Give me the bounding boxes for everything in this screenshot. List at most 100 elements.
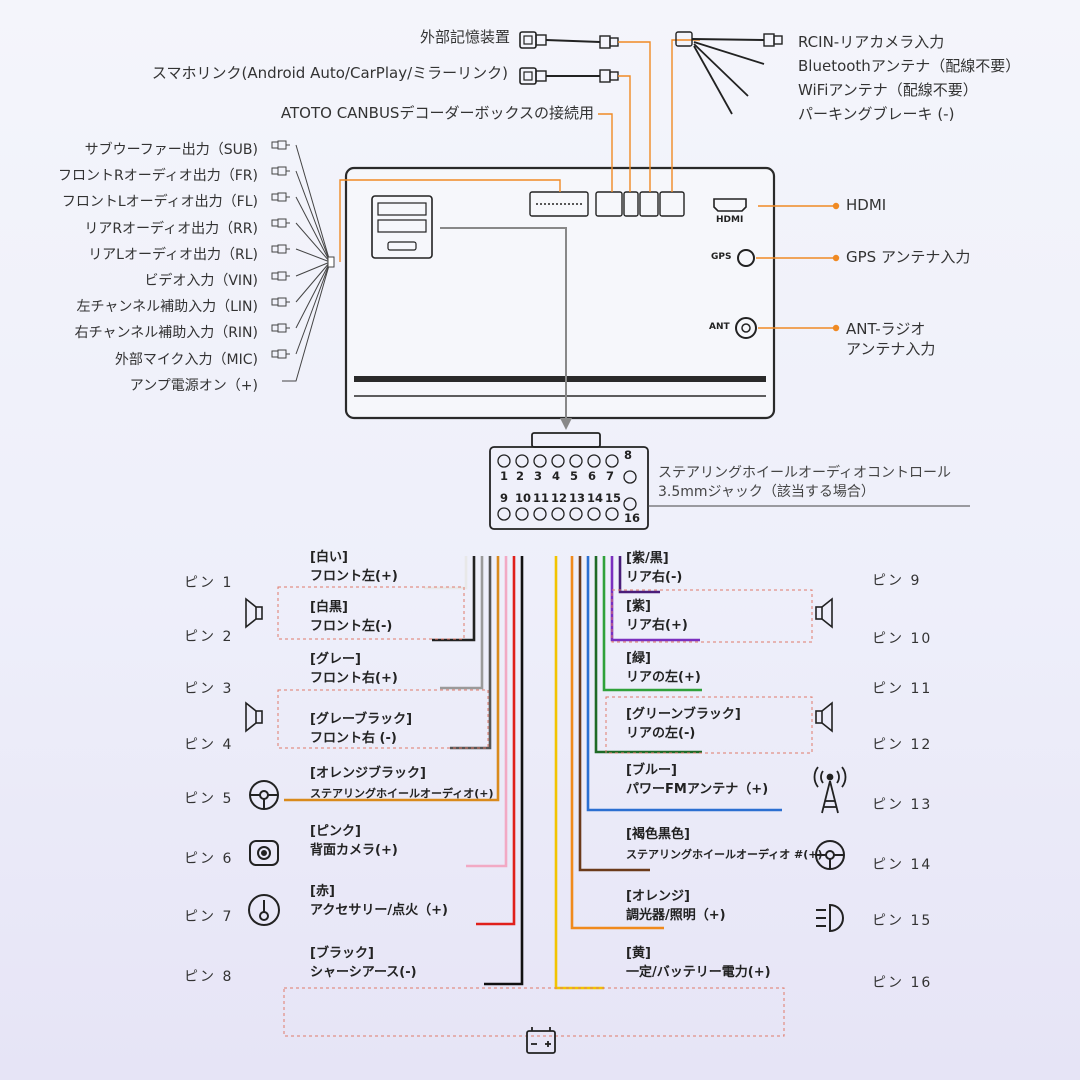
antenna-icon	[813, 766, 847, 814]
pin-hole	[497, 507, 511, 521]
pin-number: 16	[624, 511, 641, 525]
steering-jack-label: ステアリングホイールオーディオコントロール 3.5mmジャック（該当する場合）	[658, 464, 951, 502]
pin-label: ピン 15	[872, 913, 933, 929]
pin-number: 6	[588, 469, 597, 483]
hdmi-port-icon	[713, 198, 747, 212]
pin-number: 5	[570, 469, 579, 483]
ant-label-line1: ANT-ラジオ	[846, 320, 926, 338]
wire-function: フロント右(+)	[310, 671, 398, 686]
pin-hole	[533, 507, 547, 521]
speaker-icon	[815, 702, 833, 732]
pin-hole	[605, 507, 619, 521]
rca-plug-icon	[675, 31, 783, 115]
pin-label: ピン 9	[872, 573, 922, 589]
wire-function: リア右(-)	[626, 570, 683, 585]
wire	[586, 556, 782, 812]
wire-function: アクセサリー/点火（+)	[310, 903, 448, 918]
gps-port	[737, 249, 755, 267]
steering-jack-line2: 3.5mmジャック（該当する場合）	[658, 484, 875, 500]
pin-number: 15	[605, 491, 622, 505]
wire-color-name: [グリーンブラック]	[626, 707, 741, 722]
ant-port-label: ANT	[709, 322, 730, 332]
phonelink-label: スマホリンク(Android Auto/CarPlay/ミラーリンク)	[151, 64, 508, 82]
steering-wheel-icon	[249, 780, 279, 810]
rca-amp: アンプ電源オン（+)	[129, 377, 258, 394]
wire-color-name: [ブラック]	[310, 946, 374, 961]
hdmi-port-label: HDMI	[716, 215, 744, 225]
wire	[570, 556, 664, 930]
wire-function: フロント左(-)	[310, 619, 393, 634]
pin-hole	[515, 454, 529, 468]
rca-fr: フロントRオーディオ出力（FR)	[58, 168, 258, 185]
rca-vin: ビデオ入力（VIN)	[144, 273, 258, 290]
gps-label: GPS アンテナ入力	[846, 248, 971, 266]
rca-mic: 外部マイク入力（MIC)	[114, 351, 258, 368]
pin-number: 13	[569, 491, 586, 505]
rca-rin: 右チャンネル補助入力（RIN)	[74, 325, 258, 342]
wire-function: ステアリングホイールオーディオ(+)	[310, 787, 494, 800]
wire-color-name: [オレンジブラック]	[310, 766, 426, 781]
rca-bundle	[282, 144, 335, 382]
pin-hole	[623, 497, 637, 511]
rca-lin: 左チャンネル補助入力（LIN)	[76, 299, 258, 316]
pin-label: ピン 16	[872, 975, 933, 991]
pin-hole	[569, 507, 583, 521]
cable-bt: Bluetoothアンテナ（配線不要）	[798, 57, 1021, 75]
wire-color-name: [白黒]	[310, 600, 348, 615]
wire	[450, 556, 492, 750]
wire-color-name: [黄]	[626, 946, 651, 961]
pin-label: ピン 8	[184, 969, 234, 985]
pin-label: ピン 4	[184, 737, 234, 753]
wire-color-name: [グレー]	[310, 652, 361, 667]
rca-plug-icon	[271, 140, 291, 359]
pin-label: ピン 11	[872, 681, 933, 697]
pin-label: ピン 13	[872, 797, 933, 813]
cable-rcin: RCIN-リアカメラ入力	[798, 33, 945, 51]
pin-hole	[623, 470, 637, 484]
wire	[284, 556, 500, 802]
pin-label: ピン 12	[872, 737, 933, 753]
wire-function: 一定/バッテリー電力(+)	[626, 965, 771, 980]
rca-rl: リアLオーディオ出力（RL)	[88, 246, 258, 263]
pin-number: 7	[606, 469, 615, 483]
ant-port	[735, 317, 757, 339]
pin-number: 9	[500, 491, 509, 505]
wire-color-name: [緑]	[626, 651, 651, 666]
rca-output-list: サブウーファー出力（SUB) フロントRオーディオ出力（FR) フロントLオーデ…	[58, 137, 258, 399]
wire-function: ステアリングホイールオーディオ #(+)	[626, 848, 823, 861]
phonelink-connector	[595, 191, 685, 217]
harness-connector	[489, 432, 649, 530]
wire	[618, 556, 660, 594]
top-right-cable-list: RCIN-リアカメラ入力 Bluetoothアンテナ（配線不要） WiFiアンテ…	[798, 30, 1020, 126]
rca-rr: リアRオーディオ出力（RR)	[84, 220, 258, 237]
battery-icon	[526, 1027, 556, 1054]
wire-color-name: [赤]	[310, 884, 335, 899]
wire	[610, 556, 700, 642]
pin-number: 1	[500, 469, 509, 483]
pin-hole	[551, 507, 565, 521]
wire	[466, 556, 508, 868]
pin-label: ピン 14	[872, 857, 933, 873]
wire-function: リアの左(-)	[626, 726, 696, 741]
pin-hole	[587, 454, 601, 468]
pin-number: 11	[533, 491, 550, 505]
wire	[476, 556, 516, 926]
pin-hole	[569, 454, 583, 468]
headlight-icon	[816, 903, 844, 933]
usb-plug-icon	[519, 67, 547, 85]
wire-function: リアの左(+)	[626, 670, 701, 685]
wire-color-name: [褐色黒色]	[626, 827, 690, 842]
ant-label: ANT-ラジオ アンテナ入力	[846, 319, 935, 359]
pin-label: ピン 7	[184, 909, 234, 925]
pin-number: 10	[515, 491, 532, 505]
wire	[484, 556, 524, 986]
cable-wifi: WiFiアンテナ（配線不要）	[798, 81, 978, 99]
wire	[594, 556, 702, 754]
pin-label: ピン 3	[184, 681, 234, 697]
pin-label: ピン 6	[184, 851, 234, 867]
pin-number: 2	[516, 469, 525, 483]
wire	[432, 556, 476, 642]
pin-hole	[515, 507, 529, 521]
usb-plug-icon	[519, 31, 547, 49]
